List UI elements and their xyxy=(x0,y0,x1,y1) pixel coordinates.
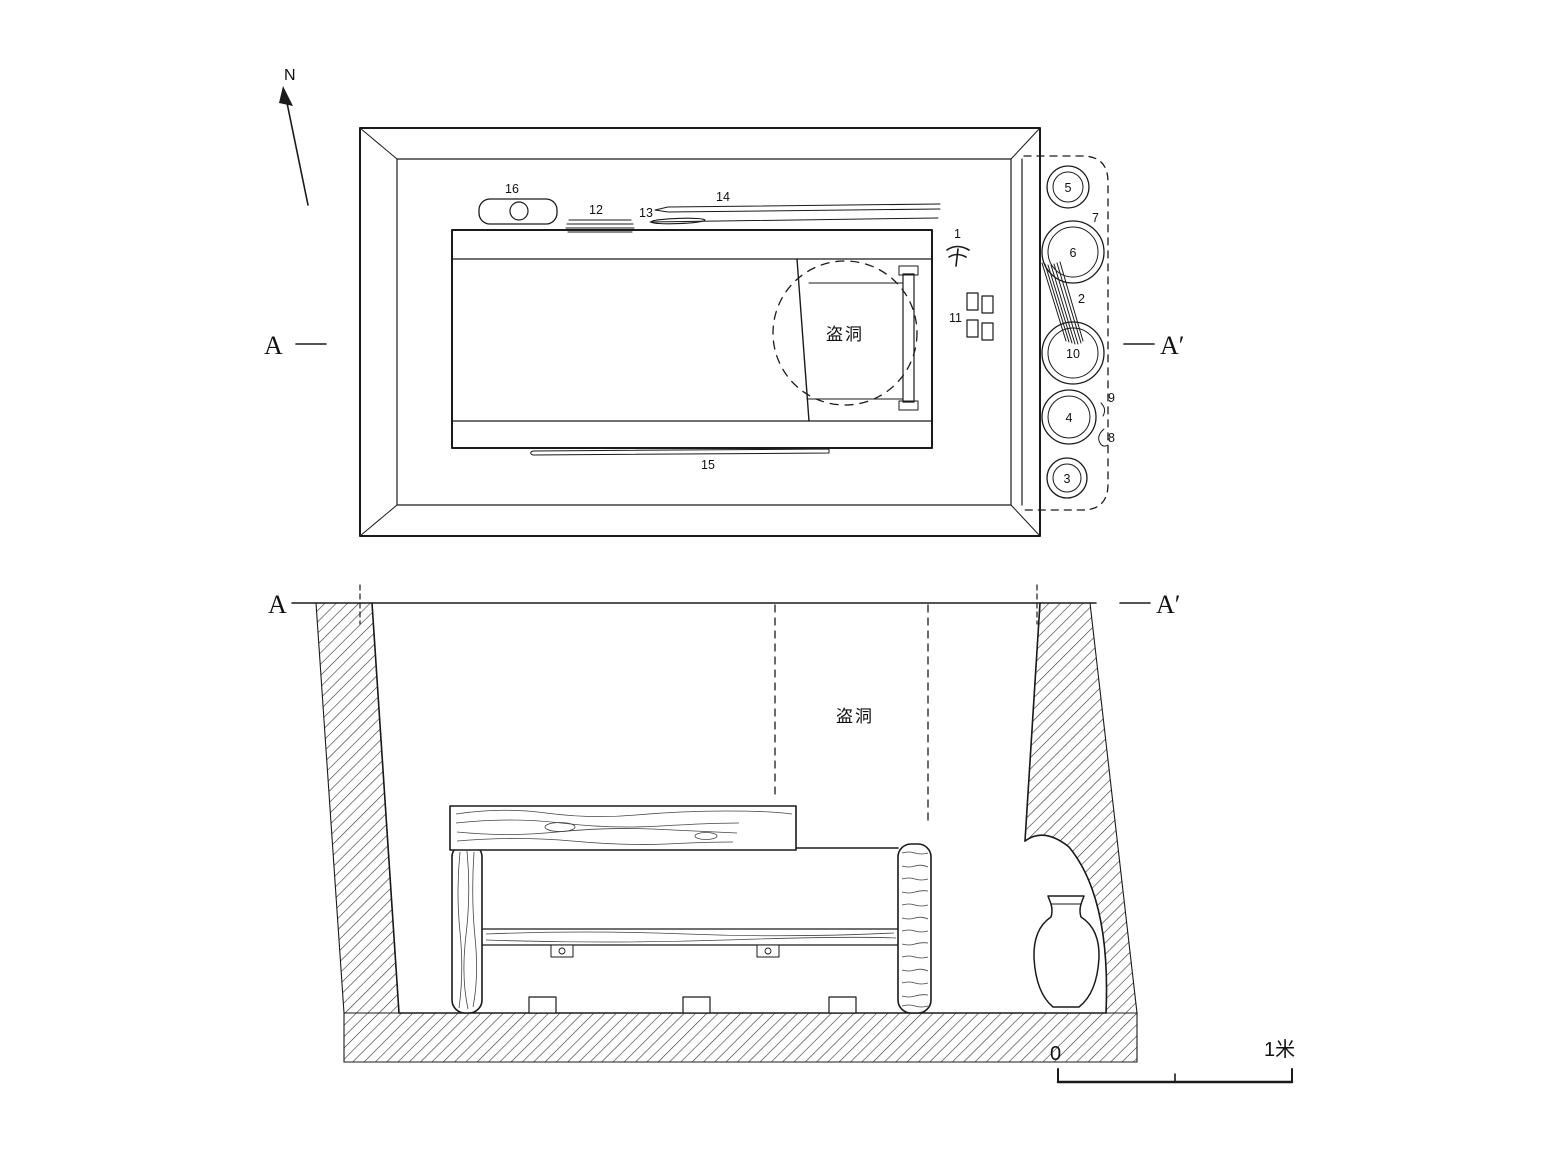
north-arrow-head xyxy=(279,86,293,106)
label-14: 14 xyxy=(716,190,730,204)
end-board-right-grain xyxy=(901,851,929,1008)
niche-vessel-5-inner xyxy=(1052,171,1084,203)
robber-hole-circle xyxy=(772,260,918,406)
label-13: 13 xyxy=(639,206,653,220)
niche-vessel-4-outer xyxy=(1041,389,1097,445)
label-1: 1 xyxy=(954,227,961,241)
lid-board-grain xyxy=(455,809,793,845)
coffin-plan-outline xyxy=(451,229,933,449)
coffin-cleat xyxy=(550,944,574,958)
artifact-15-rod xyxy=(530,448,830,456)
coffin-section xyxy=(449,805,932,1014)
niche-vessel-3-outer xyxy=(1046,457,1088,499)
north-arrow: N xyxy=(279,67,309,206)
label-12: 12 xyxy=(589,203,603,217)
cleat-peg xyxy=(764,947,772,955)
label-9: 9 xyxy=(1108,391,1115,405)
scale-bar: 0 1米 xyxy=(1050,1038,1295,1084)
plan-artifacts: 16 12 13 14 1 11 15 xyxy=(478,182,994,472)
north-arrow-shaft xyxy=(285,97,309,206)
lid-board-knot xyxy=(544,822,576,832)
label-4: 4 xyxy=(1066,411,1073,425)
niche-vessel-6-inner xyxy=(1047,226,1099,278)
label-3: 3 xyxy=(1064,472,1071,486)
plan-corner-line xyxy=(1010,504,1041,537)
label-11: 11 xyxy=(949,311,962,325)
inner-coffin-end-board xyxy=(902,273,915,403)
artifact-14-rod xyxy=(649,217,939,223)
coffin-foot xyxy=(682,996,711,1014)
niche-shaft-bundle xyxy=(1041,261,1084,345)
coffin-foot xyxy=(828,996,857,1014)
label-5: 5 xyxy=(1065,181,1072,195)
cleat-peg xyxy=(558,947,566,955)
niche-item-9-mark xyxy=(1100,402,1106,417)
north-label: N xyxy=(284,67,296,84)
artifact-11-plaque xyxy=(966,292,979,311)
coffin-end-board-right xyxy=(897,843,932,1014)
niche-dashed-outline xyxy=(1023,155,1109,511)
end-board-cap xyxy=(898,265,919,276)
artifact-11-plaque xyxy=(966,319,979,338)
niche-vessel-5-outer xyxy=(1046,165,1090,209)
niche-vessel-3-inner xyxy=(1052,463,1082,493)
label-10: 10 xyxy=(1066,347,1080,361)
pit-wall-left-line xyxy=(371,602,400,1014)
niche-vessel-4-inner xyxy=(1047,395,1091,439)
plan-robber-hole-label: 盗洞 xyxy=(826,325,864,344)
earth-hatch-floor xyxy=(343,1012,1138,1063)
label-8: 8 xyxy=(1108,431,1115,445)
end-board-left-grain xyxy=(457,850,477,1010)
scale-unit-label: 1米 xyxy=(1264,1038,1295,1061)
artifact-14-pole xyxy=(654,203,941,213)
scale-zero-label: 0 xyxy=(1050,1043,1061,1065)
section-view: A A′ 盗洞 xyxy=(268,584,1180,1063)
artifact-16-box xyxy=(478,198,558,225)
plan-section-label-left: A xyxy=(264,331,283,360)
niche-vessel-6-outer xyxy=(1041,220,1105,284)
plan-corner-line xyxy=(359,127,398,160)
plan-pit-outer-outline xyxy=(359,127,1041,537)
niche-arch-outline xyxy=(1024,834,1108,1014)
coffin-floor-plank xyxy=(480,928,900,946)
plan-pit-inner-outline xyxy=(396,158,1012,506)
label-16: 16 xyxy=(505,182,519,196)
label-15: 15 xyxy=(701,458,715,472)
pit-wall-right-line xyxy=(1024,602,1041,842)
label-2: 2 xyxy=(1078,292,1085,306)
plan-section-label-right: A′ xyxy=(1160,331,1184,360)
lid-board-knot xyxy=(694,832,718,840)
coffin-lid-board xyxy=(449,805,797,851)
plan-corner-line xyxy=(359,504,398,537)
niche-vessel-10-outer xyxy=(1041,321,1105,385)
jar-body xyxy=(1033,895,1100,1008)
coffin-plan: 盗洞 xyxy=(451,229,933,449)
niche-item-8-mark xyxy=(1098,428,1109,447)
artifact-16-mirror xyxy=(509,201,529,221)
section-label-right: A′ xyxy=(1156,590,1180,619)
plan-view: A A′ 盗洞 16 12 13 xyxy=(264,127,1184,537)
coffin-cleat xyxy=(756,944,780,958)
section-robber-hole-label: 盗洞 xyxy=(836,707,874,726)
burial-niche-plan: 5 6 10 4 3 7 2 9 8 xyxy=(1023,155,1115,511)
artifact-12-slips xyxy=(565,219,635,233)
end-board-cap xyxy=(898,400,919,411)
label-6: 6 xyxy=(1070,246,1077,260)
section-label-left: A xyxy=(268,590,287,619)
artifact-11-plaque xyxy=(981,295,994,314)
floor-plank-grain xyxy=(485,931,897,943)
artifact-11-plaque xyxy=(981,322,994,341)
artifact-1-fitting xyxy=(946,245,970,267)
label-7: 7 xyxy=(1092,211,1099,225)
earth-hatch-left-wall xyxy=(315,602,400,1014)
pottery-jar xyxy=(1033,895,1100,1008)
coffin-foot xyxy=(528,996,557,1014)
plan-corner-line xyxy=(1010,127,1041,160)
